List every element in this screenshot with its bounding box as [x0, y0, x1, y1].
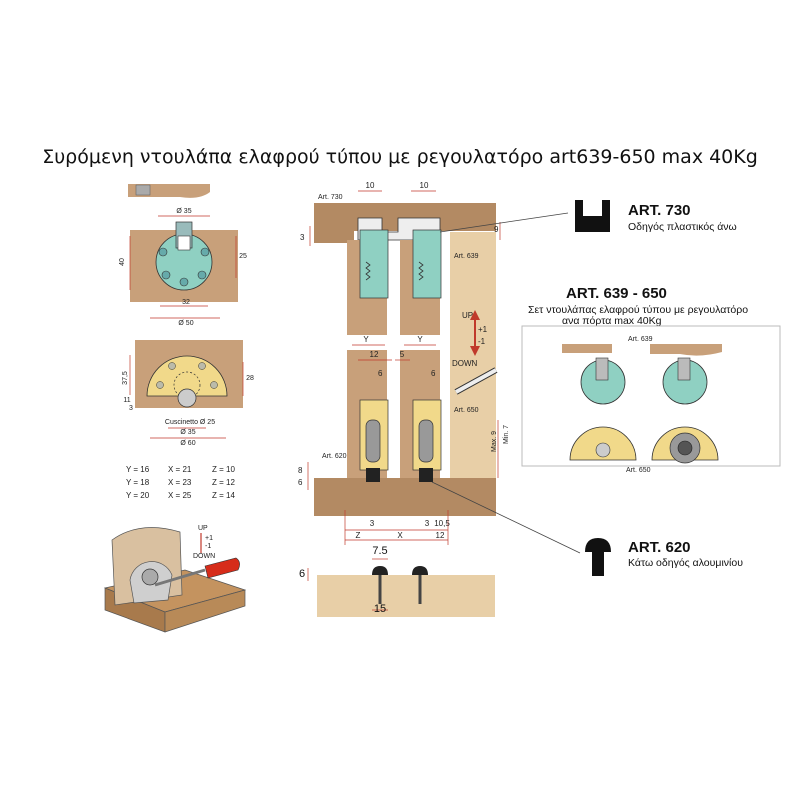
callout-art639-650: ART. 639 - 650 Σετ ντουλάπας ελαφρού τύπ… [521, 285, 781, 474]
label-art620: Art. 620 [322, 453, 347, 460]
art730-desc: Οδηγός πλαστικός άνω [628, 221, 737, 233]
table-cell: X = 25 [168, 491, 192, 500]
table-cell: Y = 20 [126, 491, 150, 500]
label-plus1: +1 [478, 325, 488, 334]
label-max9: Max. 9 [491, 431, 498, 452]
label-up: UP [462, 311, 473, 320]
dim-3: 3 [300, 233, 305, 242]
table-cell: Y = 18 [126, 478, 150, 487]
art730-code: ART. 730 [628, 202, 691, 219]
callout-art620: ART. 620 Κάτω οδηγός αλουμινίου [431, 481, 743, 576]
callout-art730: ART. 730 Οδηγός πλαστικός άνω [439, 200, 737, 233]
dim-x: X [397, 531, 403, 540]
dim-6b: 6 [431, 369, 436, 378]
main-section: Art. 730 Art. 639 Art. 650 Art. 620 UP +… [298, 181, 510, 545]
dim-d60: Ø 60 [180, 440, 195, 447]
table-cell: Z = 12 [212, 478, 235, 487]
dim-11: 11 [123, 397, 130, 404]
dim-3c: 3 [425, 519, 430, 528]
adj-minus1: -1 [205, 543, 211, 550]
adj-down: DOWN [193, 553, 215, 560]
dim-9: 9 [494, 225, 499, 234]
dim-3b: 3 [370, 519, 375, 528]
dim-28: 28 [246, 375, 254, 382]
dim-10-5: 10,5 [434, 519, 450, 528]
label-minus1: -1 [478, 337, 486, 346]
dim-10a: 10 [366, 181, 375, 190]
dim-6d: 6 [299, 568, 305, 580]
left-top-profile [128, 184, 210, 198]
dim-d50: Ø 50 [178, 320, 193, 327]
table-cell: Y = 16 [126, 465, 150, 474]
dim-z: Z [356, 531, 361, 540]
page-title: Συρόμενη ντουλάπα ελαφρού τύπου με ρεγου… [42, 146, 758, 168]
label-art639: Art. 639 [454, 253, 479, 260]
adjustment-illustration: UP +1 -1 DOWN [103, 525, 247, 633]
adj-up: UP [198, 525, 208, 532]
dim-d35: Ø 35 [176, 208, 191, 215]
dim-12: 12 [370, 350, 379, 359]
dim-6a: 6 [378, 369, 383, 378]
dim-12b: 12 [436, 531, 445, 540]
inset-label639: Art. 639 [628, 336, 653, 343]
dim-32: 32 [182, 299, 190, 306]
dimension-table: Y = 16 X = 21 Z = 10 Y = 18 X = 23 Z = 1… [126, 465, 235, 500]
dim-y1: Y [363, 335, 369, 344]
dim-15: 15 [374, 603, 386, 615]
art639-650-desc1: Σετ ντουλάπας ελαφρού τύπου με ρεγουλατό… [528, 304, 748, 316]
art639-650-desc2: ανα πόρτα max 40Kg [562, 315, 662, 327]
dim-10b: 10 [420, 181, 429, 190]
adj-plus1: +1 [205, 535, 213, 542]
label-down: DOWN [452, 359, 478, 368]
left-650-plan: 37,5 28 11 3 Cuscinetto Ø 25 Ø 35 Ø 60 [122, 340, 254, 447]
label-min7: Min. 7 [503, 425, 510, 444]
dim-40: 40 [119, 258, 126, 266]
dim-6c: 6 [298, 478, 303, 487]
dim-37-5: 37,5 [122, 371, 129, 385]
table-cell: X = 21 [168, 465, 192, 474]
art639-650-code: ART. 639 - 650 [566, 285, 667, 302]
table-cell: Z = 10 [212, 465, 235, 474]
dim-8: 8 [298, 466, 303, 475]
dim-d35b: Ø 35 [180, 429, 195, 436]
table-cell: X = 23 [168, 478, 192, 487]
dim-7-5: 7.5 [372, 545, 387, 557]
dim-3: 3 [129, 405, 133, 412]
dim-y2: Y [417, 335, 423, 344]
bottom-track-detail: 7.5 6 15 [299, 545, 495, 617]
inset-label650: Art. 650 [626, 467, 651, 474]
label-art650: Art. 650 [454, 407, 479, 414]
table-cell: Z = 14 [212, 491, 235, 500]
dim-25: 25 [239, 253, 247, 260]
label-cuscinetto: Cuscinetto Ø 25 [165, 419, 215, 426]
dim-5: 5 [400, 350, 405, 359]
art620-desc: Κάτω οδηγός αλουμινίου [628, 557, 743, 569]
label-art730: Art. 730 [318, 194, 343, 201]
art620-code: ART. 620 [628, 539, 691, 556]
left-639-plan: Ø 35 40 25 32 Ø 50 [119, 208, 247, 327]
